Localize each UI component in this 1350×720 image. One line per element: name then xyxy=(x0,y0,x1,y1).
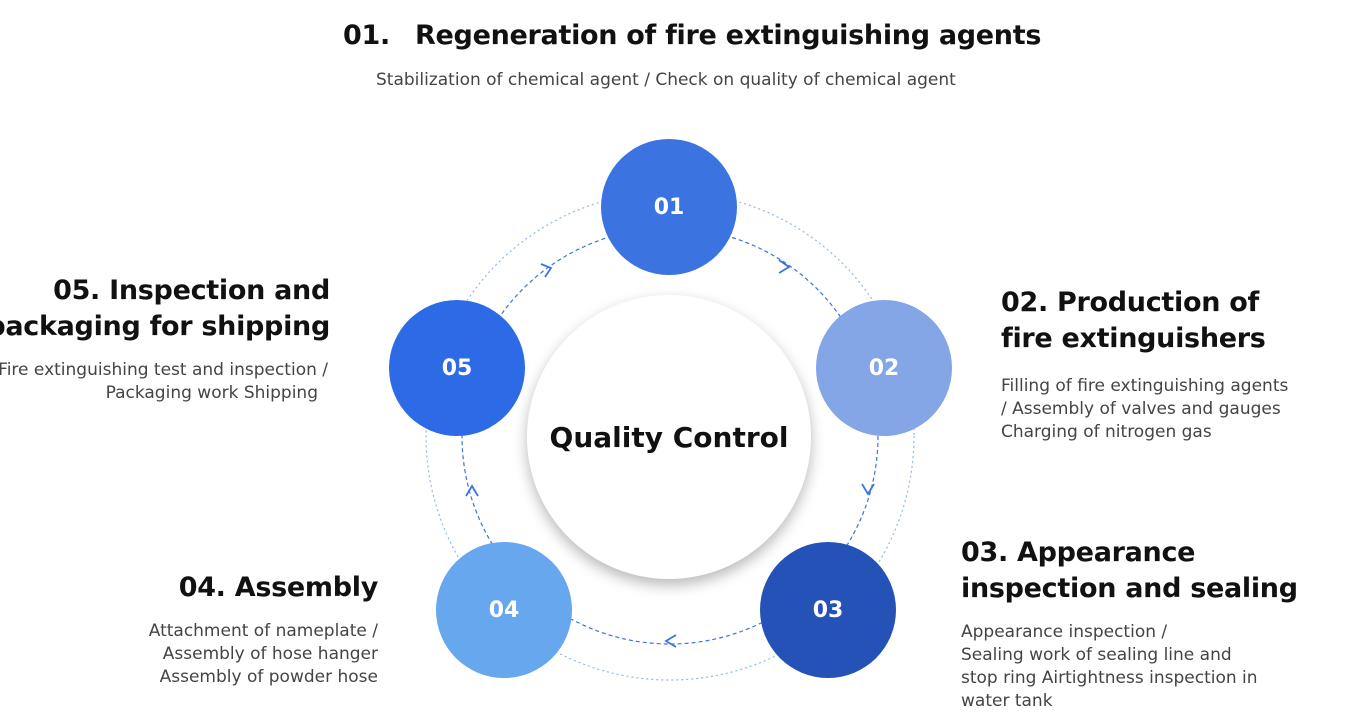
center-circle: Quality Control xyxy=(527,295,811,579)
step-node-04: 04 xyxy=(436,542,572,678)
arrow-03-to-04 xyxy=(664,634,677,648)
step-03-title-line: 03. Appearance xyxy=(961,537,1196,568)
step-02-title: 02. Production of fire extinguishers xyxy=(1001,285,1341,357)
step-02-text: 02. Production of fire extinguishers Fil… xyxy=(1001,285,1341,444)
step-03-description-line: stop ring Airtightness inspection in xyxy=(961,668,1258,688)
step-05-text: 05. Inspection and packaging for shippin… xyxy=(0,273,330,405)
step-node-03: 03 xyxy=(760,542,896,678)
step-01-description-line: Stabilization of chemical agent / Check … xyxy=(376,70,956,90)
step-01-heading-number: 01. xyxy=(343,20,390,51)
step-01-heading-text: Regeneration of fire extinguishing agent… xyxy=(415,20,1042,51)
step-01-description: Stabilization of chemical agent / Check … xyxy=(376,69,1016,92)
step-04-description: Attachment of nameplate / Assembly of ho… xyxy=(60,620,378,689)
step-05-title: 05. Inspection and packaging for shippin… xyxy=(0,273,330,345)
step-04-text: 04. Assembly Attachment of nameplate / A… xyxy=(60,570,379,689)
step-02-description: Filling of fire extinguishing agents / A… xyxy=(1001,375,1341,444)
step-03-description-line: Appearance inspection / xyxy=(961,622,1168,642)
step-03-title: 03. Appearance inspection and sealing xyxy=(961,535,1341,607)
step-03-description: Appearance inspection / Sealing work of … xyxy=(961,621,1341,713)
step-node-02-label: 02 xyxy=(868,355,900,381)
step-04-description-line: Attachment of nameplate / xyxy=(148,621,378,641)
arrow-02-to-03 xyxy=(861,483,875,496)
arrow-01-to-02 xyxy=(778,259,791,274)
arrow-05-to-01 xyxy=(540,263,553,278)
step-04-title: 04. Assembly xyxy=(60,570,379,606)
step-03-text: 03. Appearance inspection and sealing Ap… xyxy=(961,535,1341,713)
step-02-title-line: fire extinguishers xyxy=(1001,323,1266,354)
step-03-title-line: inspection and sealing xyxy=(961,573,1298,604)
step-node-01-label: 01 xyxy=(653,194,685,220)
step-node-01: 01 xyxy=(601,139,737,275)
step-node-02: 02 xyxy=(816,300,952,436)
step-05-description: Fire extinguishing test and inspection /… xyxy=(0,359,330,405)
step-01-heading: 01. Regeneration of fire extinguishing a… xyxy=(343,20,1041,51)
step-node-05-label: 05 xyxy=(441,355,473,381)
center-label: Quality Control xyxy=(549,420,789,454)
step-node-05: 05 xyxy=(389,300,525,436)
step-05-description-line: Fire extinguishing test and inspection / xyxy=(0,360,328,380)
step-05-title-line: 05. Inspection and xyxy=(53,275,330,306)
step-05-description-line: Packaging work Shipping xyxy=(105,383,318,403)
step-02-description-line: Filling of fire extinguishing agents xyxy=(1001,376,1289,396)
step-05-title-line: packaging for shipping xyxy=(0,311,330,342)
step-03-description-line: Sealing work of sealing line and xyxy=(961,645,1232,665)
outer-ring xyxy=(425,191,915,681)
arrow-04-to-05 xyxy=(465,484,479,497)
step-02-description-line: Charging of nitrogen gas xyxy=(1001,422,1212,442)
step-node-03-label: 03 xyxy=(812,597,844,623)
step-04-description-line: Assembly of hose hanger xyxy=(162,644,378,664)
inner-ring xyxy=(461,227,879,645)
step-02-description-line: / Assembly of valves and gauges xyxy=(1001,399,1281,419)
step-03-description-line: water tank xyxy=(961,691,1053,711)
step-04-description-line: Assembly of powder hose xyxy=(159,667,378,687)
step-02-title-line: 02. Production of xyxy=(1001,287,1259,318)
step-04-title-line: 04. Assembly xyxy=(178,572,379,603)
step-node-04-label: 04 xyxy=(488,597,520,623)
